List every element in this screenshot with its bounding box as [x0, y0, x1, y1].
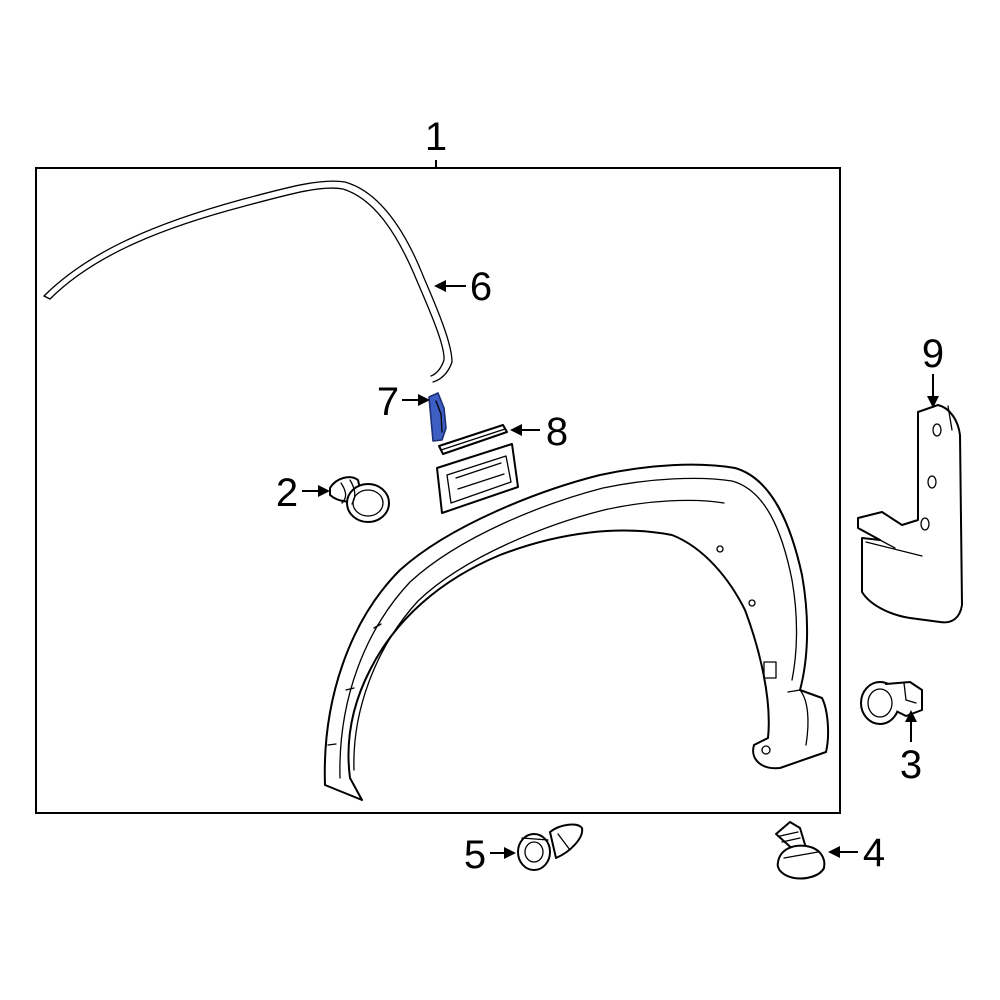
- callout-3: 3: [900, 743, 922, 787]
- part-4-bolt[interactable]: [775, 821, 826, 880]
- part-8-seal[interactable]: [438, 424, 508, 455]
- part-7-clip[interactable]: [428, 392, 447, 442]
- callout-8: 8: [546, 410, 568, 454]
- callout-7: 7: [377, 380, 399, 424]
- leader-arrows: [302, 280, 939, 859]
- callout-5: 5: [464, 833, 486, 877]
- wheel-arch-flare: [323, 463, 830, 801]
- assembly-box: [35, 160, 841, 814]
- callout-2: 2: [276, 471, 298, 515]
- part-5-fastener[interactable]: [517, 823, 584, 871]
- callout-9: 9: [922, 332, 944, 376]
- part-6-molding-strip[interactable]: [43, 180, 453, 383]
- bracket-plate: [436, 443, 519, 514]
- part-3-grommet[interactable]: [860, 681, 923, 725]
- part-2-push-clip[interactable]: [329, 476, 390, 523]
- callout-6: 6: [470, 265, 492, 309]
- callout-1: 1: [425, 115, 447, 159]
- callout-4: 4: [863, 831, 885, 875]
- part-7-highlight: [428, 392, 447, 442]
- part-9-mud-guard[interactable]: [857, 404, 963, 624]
